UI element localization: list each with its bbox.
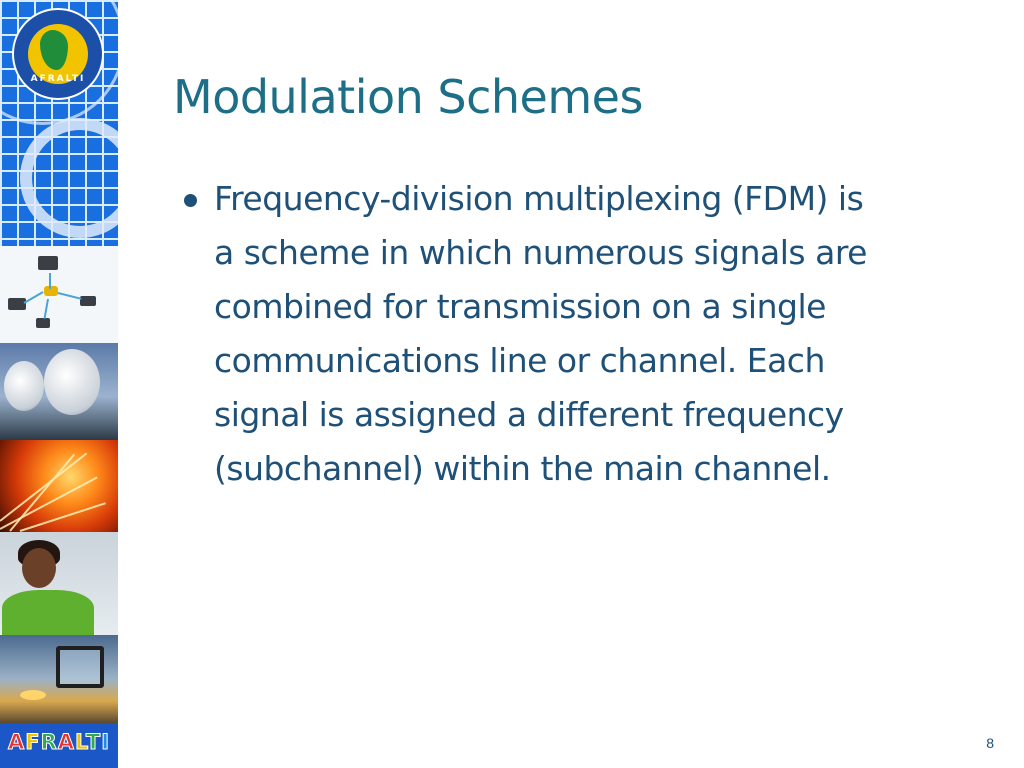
network-wire	[43, 298, 49, 319]
wordmark-letter: R	[40, 730, 58, 755]
africa-map-icon	[40, 30, 68, 70]
wordmark-letter: L	[75, 730, 86, 755]
afralti-logo: AFRALTI	[12, 8, 104, 100]
dish-icon	[44, 349, 100, 415]
bullet-line: (subchannel) within the main channel.	[214, 449, 831, 488]
laptop-icon	[8, 298, 26, 310]
bullet-line: communications line or channel. Each	[214, 341, 825, 380]
network-image	[0, 246, 118, 343]
wordmark-letter: T	[85, 730, 102, 755]
fiber-strand	[19, 502, 106, 532]
satellite-dish-image	[0, 343, 118, 440]
monitor-icon	[38, 256, 58, 270]
page-number: 8	[986, 735, 994, 751]
wordmark-letter: I	[101, 730, 111, 755]
logo-text: AFRALTI	[30, 74, 86, 84]
bullet-line: a scheme in which numerous signals are	[214, 233, 867, 272]
network-wire	[49, 273, 51, 289]
bullet-list: Frequency-division multiplexing (FDM) is…	[180, 172, 980, 496]
wordmark-letter: A	[7, 730, 26, 755]
sunset-sun	[20, 690, 46, 700]
bullet-line: signal is assigned a different frequency	[214, 395, 844, 434]
network-wire	[57, 292, 82, 300]
bullet-line: Frequency-division multiplexing (FDM) is	[214, 179, 864, 218]
bullet-item: Frequency-division multiplexing (FDM) is…	[180, 172, 980, 496]
photo-frame-icon	[56, 646, 104, 688]
afralti-wordmark: AFRALTI	[0, 730, 118, 755]
brand-bar	[0, 723, 118, 768]
wordmark-letter: F	[25, 730, 41, 755]
person-shirt	[2, 590, 94, 635]
left-decorative-strip: AFRALTI AFRALTI	[0, 0, 118, 768]
wordmark-letter: A	[57, 730, 75, 755]
bullet-dot-icon	[184, 194, 197, 207]
bullet-line: combined for transmission on a single	[214, 287, 826, 326]
laptop-icon	[36, 318, 50, 328]
slide-title: Modulation Schemes	[173, 70, 643, 124]
network-wire	[23, 291, 44, 304]
person-head	[22, 548, 56, 588]
fiber-optic-image	[0, 440, 118, 532]
dish-icon	[4, 361, 44, 411]
network-hub-icon	[44, 286, 58, 296]
router-icon	[80, 296, 96, 306]
